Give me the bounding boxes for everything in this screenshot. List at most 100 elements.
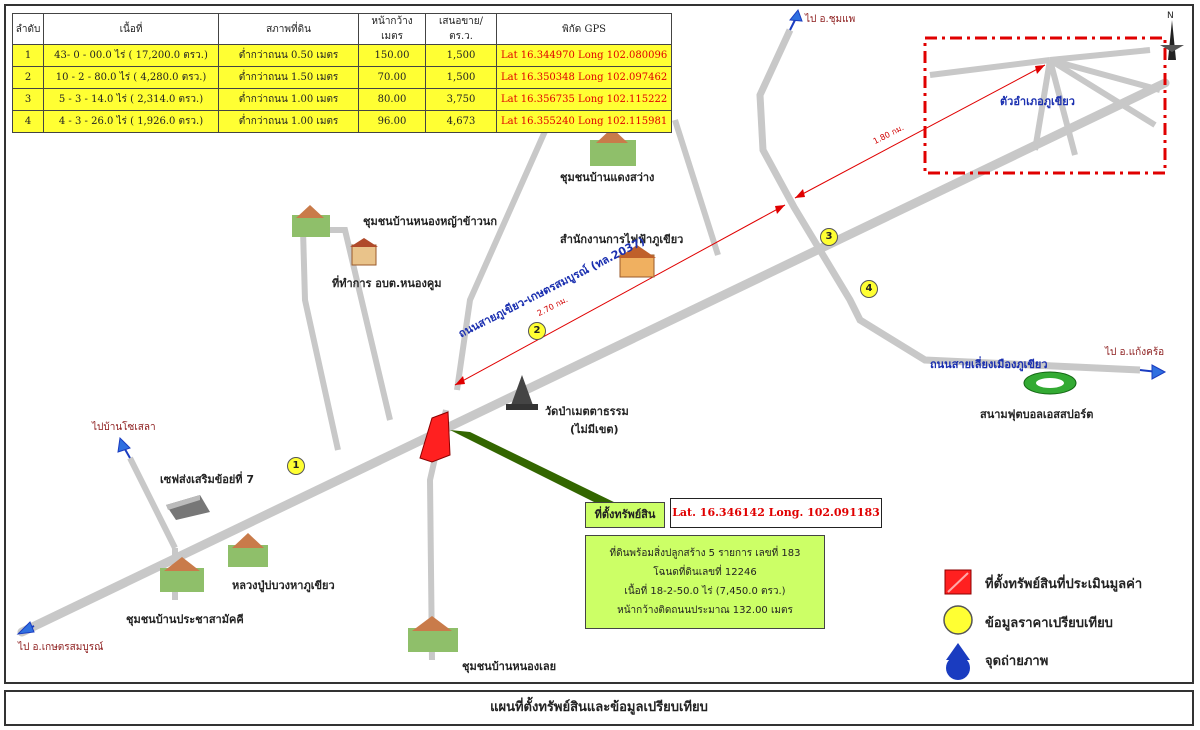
bypass-road-line <box>756 28 1141 374</box>
table-row: 4 4 - 3 - 26.0 ไร่ ( 1,926.0 ตรว.) ต่ำกว… <box>12 110 673 133</box>
arrow-head <box>775 205 785 214</box>
arrow-icon <box>789 8 803 22</box>
temple-sub-label: (ไม่มีเขต) <box>570 423 619 436</box>
legend-comparison-swatch <box>943 605 973 635</box>
property-detail-line: หน้ากว้างติดถนนประมาณ 132.00 เมตร <box>617 605 793 616</box>
property-gps-box: Lat. 16.346142 Long. 102.091183 <box>670 498 882 528</box>
property-detail-line: โฉนดที่ดินเลขที่ 12246 <box>653 567 757 578</box>
village-icon <box>590 128 636 166</box>
cell-no: 2 <box>12 66 44 89</box>
property-location-tag: ที่ตั้งทรัพย์สิน <box>585 502 665 528</box>
village-icon <box>160 557 204 592</box>
legend-swatch-hatch <box>947 572 969 593</box>
arrow-head <box>795 189 805 198</box>
cell-gps: Lat 16.355240 Long 102.115981 <box>495 110 673 133</box>
temple-icon <box>506 375 538 410</box>
cell-no: 1 <box>12 44 44 67</box>
arrow-icon <box>117 436 131 453</box>
direction-chumphae: ไป อ.ชุมแพ <box>805 14 856 25</box>
north-arrow-icon: N <box>1160 11 1184 60</box>
cell-price: 1,500 <box>425 66 497 89</box>
col-header: เสนอขาย/ตร.ว. <box>425 13 497 45</box>
cell-area: 10 - 2 - 80.0 ไร่ ( 4,280.0 ตรว.) <box>43 66 219 89</box>
legend-photo-label: จุดถ่ายภาพ <box>985 654 1049 669</box>
district-center-label: ตัวอำเภอภูเขียว <box>1000 95 1075 108</box>
cell-price: 1,500 <box>425 44 497 67</box>
legend-comparison-label: ข้อมูลราคาเปรียบเทียบ <box>985 616 1113 631</box>
direction-khonsan: ไปบ้านโซเสลา <box>92 422 156 433</box>
legend-photo-icon-base <box>946 656 970 680</box>
cell-frontage: 96.00 <box>358 110 426 133</box>
arrow-icon <box>16 621 35 635</box>
sao-office-label: ที่ทำการ อบต.หนองคูม <box>332 277 442 290</box>
stadium-label: สนามฟุตบอลเอสสปอร์ต <box>980 408 1094 421</box>
comparable-marker-3: 3 <box>820 228 838 246</box>
cell-no: 3 <box>12 88 44 111</box>
comparison-table: ลำดับ เนื้อที่ สภาพที่ดิน หน้ากว้างเมตร … <box>12 13 673 133</box>
shrine-label: หลวงปู่บ่บวงหาภูเขียว <box>232 579 335 592</box>
town-road-4 <box>1047 59 1078 156</box>
cell-condition: ต่ำกว่าถนน 1.50 เมตร <box>218 66 359 89</box>
road-north-2 <box>672 119 721 256</box>
town-road-3 <box>1049 57 1161 93</box>
comparable-marker-2: 2 <box>528 322 546 340</box>
property-details-box: ที่ดินพร้อมสิ่งปลูกสร้าง 5 รายการ เลขที่… <box>585 535 825 629</box>
distance-line-1 <box>794 64 1046 199</box>
cell-condition: ต่ำกว่าถนน 0.50 เมตร <box>218 44 359 67</box>
shop-icon <box>166 495 210 520</box>
community-saengsawang-label: ชุมชนบ้านแดงสว่าง <box>560 171 655 184</box>
legend-property-label: ที่ตั้งทรัพย์สินที่ประเมินมูลค่า <box>985 577 1143 592</box>
community-nongloei-label: ชุมชนบ้านหนองเลย <box>462 660 557 673</box>
distance-line-2 <box>454 204 786 386</box>
property-marker <box>419 411 451 463</box>
cell-condition: ต่ำกว่าถนน 1.00 เมตร <box>218 110 359 133</box>
cell-gps: Lat 16.344970 Long 102.080096 <box>495 44 673 67</box>
town-road-5 <box>1032 59 1053 151</box>
table-header-row: ลำดับ เนื้อที่ สภาพที่ดิน หน้ากว้างเมตร … <box>12 13 673 45</box>
temple-label: วัดป่าเมตตาธรรม <box>545 405 629 418</box>
table-row: 2 10 - 2 - 80.0 ไร่ ( 4,280.0 ตรว.) ต่ำก… <box>12 66 673 89</box>
comparable-marker-1: 1 <box>287 457 305 475</box>
cell-no: 4 <box>12 110 44 133</box>
callout-pointer <box>450 430 620 510</box>
bypass-road-label: ถนนสายเลี่ยงเมืองภูเขียว <box>930 358 1048 371</box>
town-road-1 <box>929 57 1051 78</box>
main-road-line <box>17 78 1170 637</box>
community-nongphu-label: ชุมชนบ้านหนองหญ้าข้าวนก <box>363 215 497 228</box>
cell-frontage: 80.00 <box>358 88 426 111</box>
table-row: 3 5 - 3 - 14.0 ไร่ ( 2,314.0 ตรว.) ต่ำกว… <box>12 88 673 111</box>
legend-photo-icon <box>946 643 970 660</box>
direction-kaset: ไป อ.เกษตรสมบูรณ์ <box>18 642 104 653</box>
road-west <box>127 456 178 550</box>
arrow-head <box>455 376 465 385</box>
direction-kaengkhro: ไป อ.แก้งคร้อ <box>1105 347 1165 358</box>
arrow-icon <box>1151 364 1167 380</box>
arrow-head <box>1035 65 1045 74</box>
cell-area: 43- 0 - 00.0 ไร่ ( 17,200.0 ตรว.) <box>43 44 219 67</box>
cell-price: 4,673 <box>425 110 497 133</box>
village-icon <box>408 616 458 652</box>
col-header: ลำดับ <box>12 13 44 45</box>
cell-gps: Lat 16.356735 Long 102.115222 <box>495 88 673 111</box>
town-road-6 <box>1048 57 1157 128</box>
building-icon <box>350 238 378 266</box>
cell-area: 4 - 3 - 26.0 ไร่ ( 1,926.0 ตรว.) <box>43 110 219 133</box>
property-detail-line: เนื้อที่ 18-2-50.0 ไร่ (7,450.0 ตรว.) <box>624 586 786 597</box>
electricity-office-label: สำนักงานการไฟฟ้าภูเขียว <box>560 233 684 246</box>
community-prachasamakki-label: ชุมชนบ้านประชาสามัคคี <box>126 613 244 626</box>
col-header: สภาพที่ดิน <box>218 13 359 45</box>
svg-text:N: N <box>1167 11 1174 21</box>
town-road-2 <box>1049 47 1151 63</box>
col-header: หน้ากว้างเมตร <box>358 13 426 45</box>
table-row: 1 43- 0 - 00.0 ไร่ ( 17,200.0 ตรว.) ต่ำก… <box>12 44 673 67</box>
cell-condition: ต่ำกว่าถนน 1.00 เมตร <box>218 88 359 111</box>
col-header: เนื้อที่ <box>43 13 219 45</box>
map-caption: แผนที่ตั้งทรัพย์สินและข้อมูลเปรียบเทียบ <box>490 700 708 715</box>
cell-price: 3,750 <box>425 88 497 111</box>
cell-area: 5 - 3 - 14.0 ไร่ ( 2,314.0 ตรว.) <box>43 88 219 111</box>
property-detail-line: ที่ดินพร้อมสิ่งปลูกสร้าง 5 รายการ เลขที่… <box>609 548 801 559</box>
road-north-1 <box>454 118 553 391</box>
smart-shop-label: เซฟส่งเสริมข้อย่ที่ 7 <box>160 473 255 486</box>
map-caption-bar: แผนที่ตั้งทรัพย์สินและข้อมูลเปรียบเทียบ <box>4 690 1194 726</box>
